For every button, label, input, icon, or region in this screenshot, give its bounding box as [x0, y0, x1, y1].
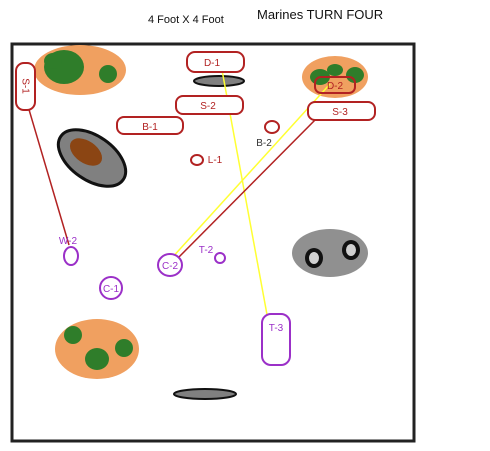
unit-c1-label: C-1 — [103, 284, 120, 295]
unit-s1-label: S-1 — [19, 78, 30, 94]
fire-line-s1-w2 — [24, 95, 70, 246]
turn-title: Marines TURN FOUR — [257, 7, 384, 22]
board-size-label: 4 Foot X 4 Foot — [148, 14, 224, 26]
unit-b2-label: B-2 — [256, 138, 272, 149]
unit-s2-label: S-2 — [200, 101, 216, 112]
unit-s2[interactable]: S-2 — [175, 95, 244, 115]
unit-b2[interactable]: B-2 — [256, 120, 280, 149]
terrain-crater-left — [56, 128, 128, 188]
unit-d1[interactable]: D-1 — [186, 51, 245, 73]
fire-line-d2-c2 — [169, 83, 331, 261]
unit-w2-label: W-2 — [59, 236, 78, 247]
unit-t2-label: T-2 — [199, 245, 214, 256]
terrain-rocks-right — [292, 229, 368, 277]
unit-d2-label: D-2 — [327, 81, 344, 92]
terrain-forest-bottom-left — [55, 319, 139, 379]
unit-d1-label: D-1 — [204, 58, 221, 69]
unit-c1[interactable]: C-1 — [99, 276, 123, 300]
unit-t3-label: T-3 — [269, 323, 284, 334]
unit-s3-label: S-3 — [332, 107, 348, 118]
unit-l1[interactable]: L-1 — [190, 154, 223, 166]
unit-d2[interactable]: D-2 — [314, 76, 356, 94]
terrain-slab-top — [193, 75, 245, 87]
fire-line-s3-c2 — [173, 114, 321, 263]
unit-b1-label: B-1 — [142, 122, 158, 133]
unit-l1-label: L-1 — [208, 155, 223, 166]
unit-t2[interactable]: T-2 — [199, 245, 226, 264]
unit-c2[interactable]: C-2 — [157, 253, 183, 277]
unit-t3[interactable]: T-3 — [261, 313, 291, 366]
unit-w2[interactable]: W-2 — [59, 236, 79, 266]
unit-c2-label: C-2 — [162, 261, 179, 272]
terrain-forest-top-left — [34, 45, 126, 95]
unit-b1[interactable]: B-1 — [116, 116, 184, 135]
unit-s1[interactable]: S-1 — [15, 62, 36, 111]
unit-s3[interactable]: S-3 — [307, 101, 376, 121]
terrain-slab-bottom — [173, 388, 237, 400]
